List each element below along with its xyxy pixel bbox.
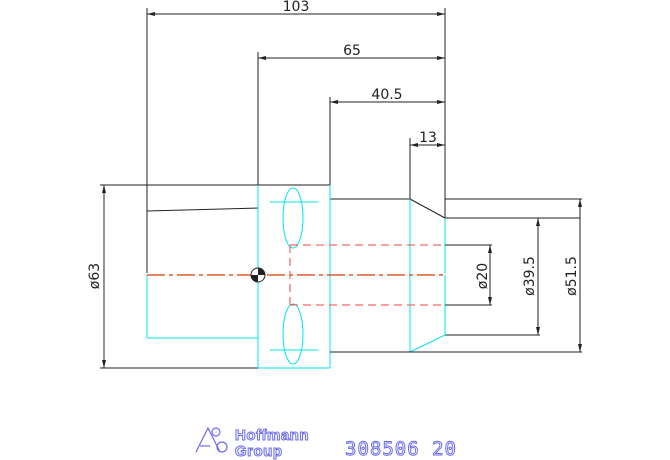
- vertical-dimension-arrows: [102, 185, 582, 368]
- dim-length-13: 13: [419, 130, 437, 146]
- dim-length-40-5: 40.5: [371, 87, 402, 103]
- vertical-dimensions: [103, 185, 582, 368]
- center-mark-icon: [250, 267, 266, 283]
- hoffmann-logo-icon: [195, 426, 228, 453]
- horizontal-dimensions: [146, 8, 446, 218]
- logo-line2: Group: [235, 443, 283, 460]
- dim-dia-51-5: ø51.5: [564, 256, 580, 296]
- logo-line1: Hoffmann: [235, 427, 309, 444]
- dim-dia-39-5: ø39.5: [522, 256, 538, 296]
- dim-length-65: 65: [343, 43, 361, 59]
- dim-overall-length: 103: [283, 0, 310, 15]
- part-number: 308506 20: [345, 438, 457, 460]
- dimension-arrows: [147, 12, 445, 147]
- part-outline: [100, 184, 580, 369]
- dim-dia-20: ø20: [475, 263, 491, 289]
- dim-dia-63: ø63: [87, 263, 103, 289]
- part-lower-contour: [146, 185, 446, 369]
